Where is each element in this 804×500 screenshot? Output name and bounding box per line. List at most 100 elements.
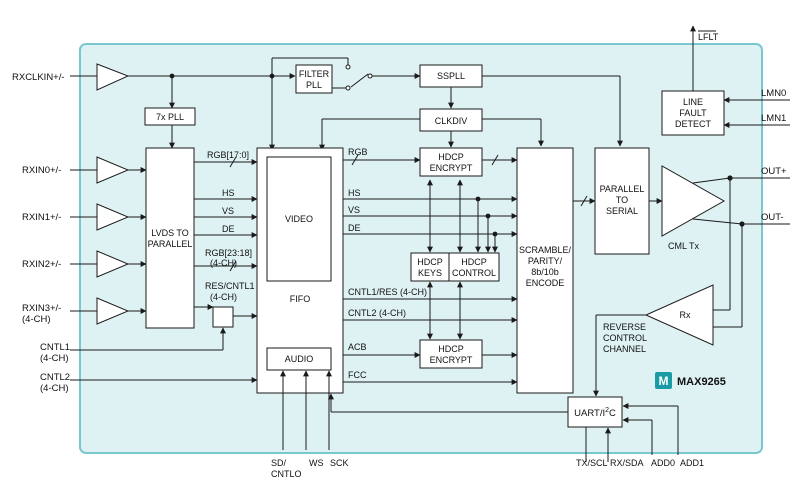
- rxin2-label: RXIN2+/-: [22, 259, 61, 270]
- chip-panel: [79, 43, 763, 454]
- hdcp-control-block: [448, 252, 500, 282]
- rxin1-buffer: [96, 203, 130, 231]
- rxclkin-buffer: [96, 63, 130, 91]
- rxin1-label: RXIN1+/-: [22, 212, 61, 223]
- tx-scl-label: TX/SCL: [576, 458, 608, 468]
- rgb17-label: RGB[17:0]: [207, 150, 249, 160]
- ws-label: WS: [309, 458, 324, 468]
- fifo-label: FIFO: [290, 294, 311, 304]
- lvds-label-2: PARALLEL: [148, 239, 193, 249]
- lfd-label-1: LINE: [683, 97, 703, 107]
- lflt-label: LFLT: [698, 32, 719, 42]
- p2s-label-1: PARALLEL: [600, 184, 645, 194]
- vs2-label: VS: [348, 205, 360, 215]
- out-minus-label: OUT-: [761, 212, 784, 223]
- pll7x-label: 7x PLL: [156, 112, 184, 122]
- hdcp-keys-block: [410, 252, 450, 282]
- res-label-2: (4-CH): [210, 292, 237, 302]
- maxim-logo-icon: [655, 372, 672, 389]
- lvds-to-fifo-bus: [194, 156, 258, 319]
- scramble-label-3: 8b/10b: [531, 267, 559, 277]
- rxin3-buffer: [96, 297, 130, 325]
- hdcp-keys-label-2: KEYS: [418, 268, 442, 278]
- scramble-encode-block: [516, 147, 574, 394]
- de2-label: DE: [348, 223, 361, 233]
- hdcp-encrypt-video-block: [419, 147, 483, 177]
- hdcp-enc1-label-2: ENCRYPT: [430, 163, 473, 173]
- uart-label: UART/I2C: [574, 407, 616, 419]
- rxin3-label-2: (4-CH): [22, 314, 51, 325]
- lvds-to-parallel-block: [145, 147, 195, 329]
- filter-pll-label-2: PLL: [306, 80, 322, 90]
- cntl1-label-2: (4-CH): [40, 353, 69, 364]
- add1-label: ADD1: [680, 458, 704, 468]
- cntl-mux-block: [212, 306, 234, 328]
- hdcp-enc2-label-2: ENCRYPT: [430, 355, 473, 365]
- rxclkin-path: [70, 57, 349, 151]
- clock-select-switch: [332, 64, 421, 91]
- audio-block: [266, 347, 332, 371]
- clkdiv-label: CLKDIV: [435, 116, 468, 126]
- scramble-label-1: SCRAMBLE/: [519, 245, 572, 255]
- cml-tx-label: CML Tx: [668, 241, 700, 251]
- scramble-label-2: PARITY/: [528, 256, 563, 266]
- rcc-label-2: CONTROL: [603, 333, 647, 343]
- hdcp-interconnect: [427, 179, 498, 340]
- video-label: VIDEO: [285, 214, 313, 224]
- lfd-label-2: FAULT: [679, 108, 707, 118]
- hdcp-ctrl-label-2: CONTROL: [452, 268, 496, 278]
- lmn0-label: LMN0: [761, 88, 786, 99]
- sd-label-2: CNTLO: [271, 469, 302, 479]
- res-label-1: RES/CNTL1: [205, 281, 255, 291]
- rxin2-buffer: [96, 250, 130, 278]
- sspll-label: SSPLL: [437, 71, 465, 81]
- rxin0-label: RXIN0+/-: [22, 165, 61, 176]
- rgb-label: RGB: [348, 147, 368, 157]
- p2s-label-2: TO: [616, 195, 628, 205]
- add0-label: ADD0: [651, 458, 675, 468]
- hdcp-enc1-label-1: HDCP: [438, 152, 464, 162]
- rxclkin-label: RXCLKIN+/-: [12, 72, 65, 83]
- part-number-label: MAX9265: [677, 376, 726, 388]
- out-plus-label: OUT+: [761, 166, 787, 177]
- filter-pll-block: [295, 64, 333, 94]
- video-block: [266, 156, 332, 282]
- rgb23-label-2: (4-CH): [210, 258, 237, 268]
- cntl1res-label: CNTL1/RES (4-CH): [348, 287, 427, 297]
- rx-receiver: [644, 284, 714, 346]
- acb-label: ACB: [348, 342, 367, 352]
- audio-label: AUDIO: [285, 354, 314, 364]
- maxim-logo-glyph: M: [659, 374, 669, 388]
- rcc-label-3: CHANNEL: [603, 344, 646, 354]
- rgb23-label-1: RGB[23:18]: [205, 248, 252, 258]
- rxin0-buffer: [96, 156, 130, 184]
- rxin-buffers: [70, 156, 147, 325]
- rcc-label-1: REVERSE: [603, 322, 646, 332]
- cntl2-label-1: CNTL2: [40, 372, 70, 383]
- de-label: DE: [222, 224, 235, 234]
- hs-label: HS: [222, 188, 235, 198]
- lmn1-label: LMN1: [761, 113, 786, 124]
- lvds-label-1: LVDS TO: [151, 228, 189, 238]
- cntl2-bus-label: CNTL2 (4-CH): [348, 308, 406, 318]
- cntl1-label-1: CNTL1: [40, 342, 70, 353]
- rxin3-label-1: RXIN3+/-: [22, 303, 61, 314]
- fcc-label: FCC: [348, 370, 367, 380]
- sck-label: SCK: [330, 458, 349, 468]
- hdcp-enc2-label-1: HDCP: [438, 344, 464, 354]
- filter-pll-label-1: FILTER: [299, 69, 330, 79]
- rx-label: Rx: [680, 310, 691, 320]
- vs-label: VS: [222, 206, 234, 216]
- line-fault-detect-block: [661, 90, 725, 136]
- p2s-label-3: SERIAL: [606, 206, 638, 216]
- scramble-label-4: ENCODE: [526, 278, 565, 288]
- hdcp-encrypt-audio-block: [419, 339, 483, 369]
- rx-sda-label: RX/SDA: [610, 458, 644, 468]
- pll7x-block: [144, 107, 196, 126]
- cntl2-label-2: (4-CH): [40, 383, 69, 394]
- sd-label-1: SD/: [271, 458, 287, 468]
- hs2-label: HS: [348, 188, 361, 198]
- lfd-label-3: DETECT: [675, 119, 712, 129]
